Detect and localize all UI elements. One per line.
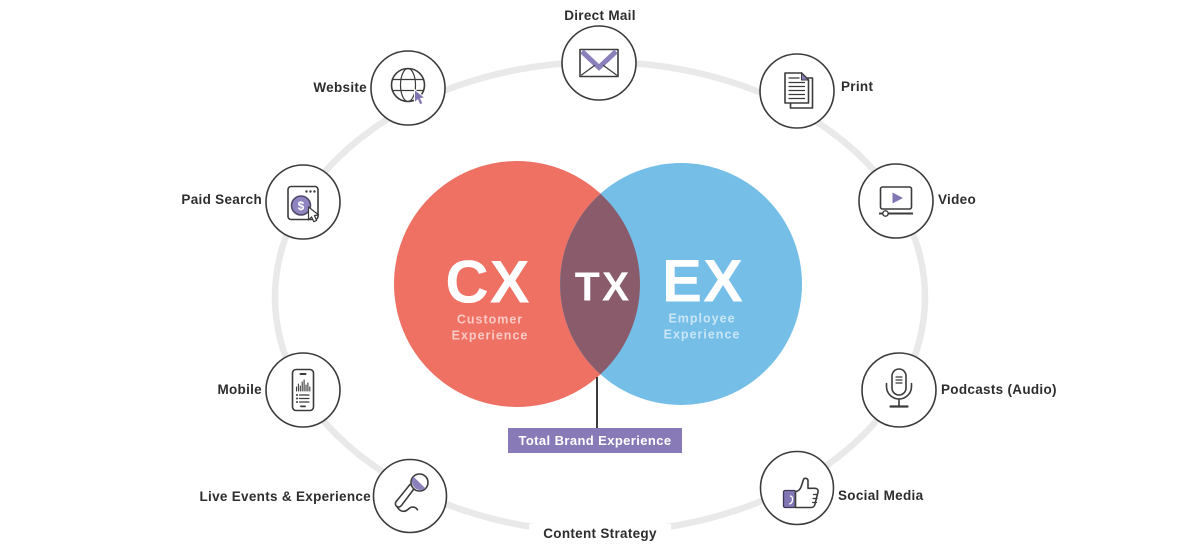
- channel-label-mobile: Mobile: [217, 382, 262, 397]
- studio-microphone-icon: [861, 352, 937, 428]
- thumbs-up-icon: [759, 450, 835, 526]
- channel-video: [856, 161, 936, 241]
- channel-live-events: [370, 456, 450, 536]
- channel-label-podcasts: Podcasts (Audio): [941, 382, 1057, 397]
- channel-label-print: Print: [841, 79, 874, 94]
- cx-sublabel-line1: Customer: [456, 312, 524, 327]
- channel-podcasts: [859, 350, 939, 430]
- channel-label-website: Website: [313, 80, 367, 95]
- envelope-icon: [561, 25, 637, 101]
- dollar-glyph: $: [298, 199, 305, 213]
- tx-overlap-region: [560, 193, 640, 375]
- ex-abbreviation: EX: [661, 247, 745, 315]
- channel-label-video: Video: [938, 192, 977, 207]
- document-stack-icon: [759, 53, 835, 129]
- ex-sublabel-line1: Employee: [668, 311, 736, 326]
- smartphone-icon: [265, 352, 341, 428]
- channel-social-media: [757, 448, 837, 528]
- tx-abbreviation: TX: [574, 263, 632, 310]
- callout-connector-line: [596, 377, 598, 428]
- total-brand-experience-callout: Total Brand Experience: [508, 428, 682, 453]
- channel-label-content-strategy: Content Strategy: [529, 524, 671, 543]
- channel-mobile: [263, 350, 343, 430]
- video-player-icon: [858, 163, 934, 239]
- browser-dollar-icon: $: [265, 164, 341, 240]
- channel-label-direct-mail: Direct Mail: [564, 8, 636, 23]
- cx-sublabel: Customer Experience: [452, 313, 529, 344]
- channel-website: [368, 48, 448, 128]
- cx-sublabel-line2: Experience: [451, 328, 529, 342]
- channel-label-paid-search: Paid Search: [181, 192, 262, 207]
- channel-direct-mail: [559, 23, 639, 103]
- channel-paid-search: $: [263, 162, 343, 242]
- ex-sublabel: Employee Experience: [664, 312, 741, 343]
- handheld-microphone-icon: [372, 458, 448, 534]
- cx-abbreviation: CX: [445, 248, 531, 316]
- channel-label-live-events: Live Events & Experience: [199, 489, 371, 504]
- channel-print: [757, 51, 837, 131]
- channel-label-social-media: Social Media: [838, 488, 924, 503]
- globe-cursor-icon: [370, 50, 446, 126]
- ex-sublabel-line2: Experience: [663, 327, 741, 341]
